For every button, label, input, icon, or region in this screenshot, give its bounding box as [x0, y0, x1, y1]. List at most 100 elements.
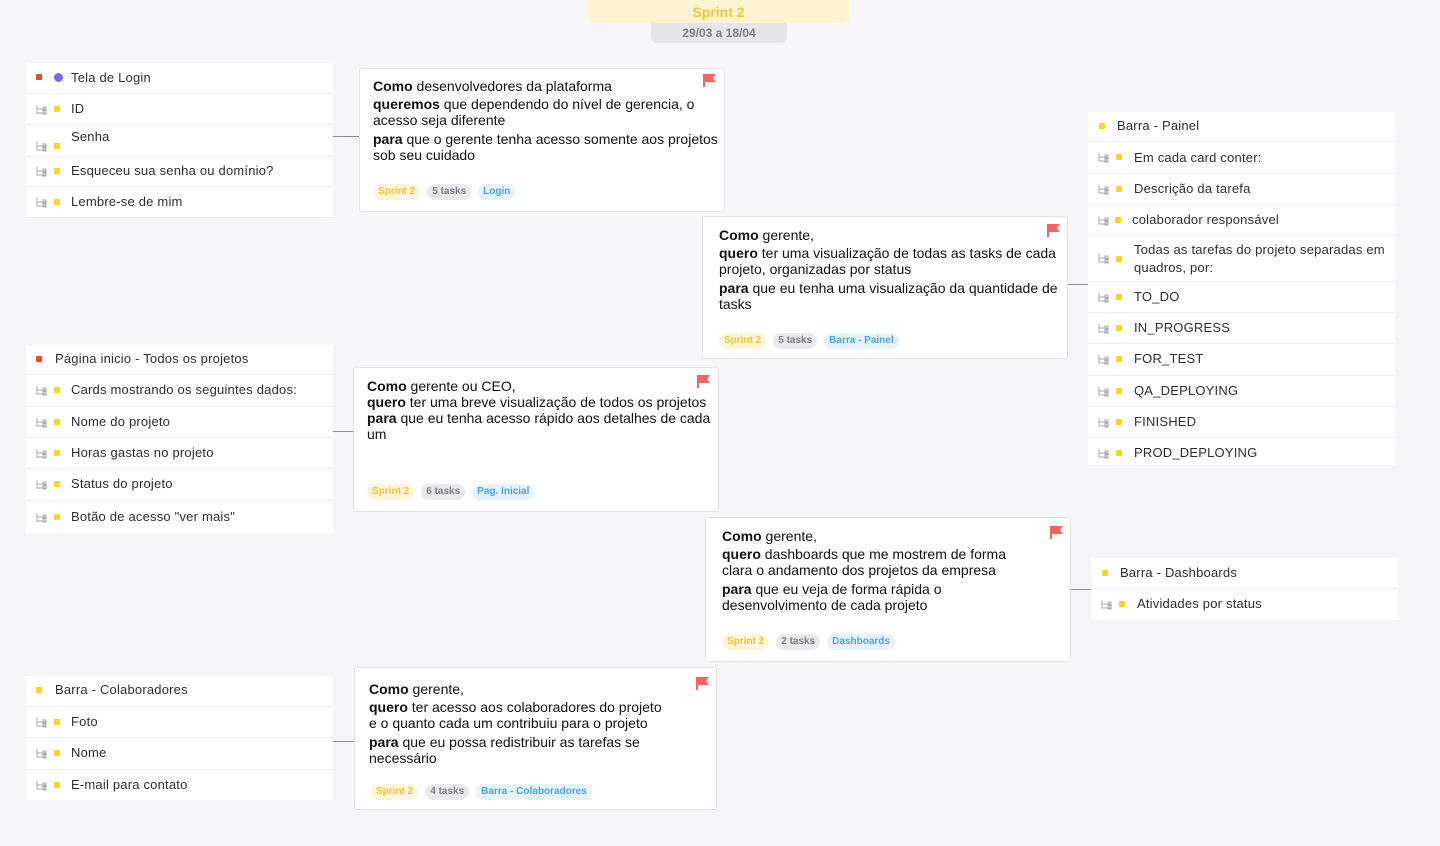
list-item[interactable]: QA_DEPLOYING	[1088, 376, 1395, 407]
label-tag[interactable]: Login	[478, 184, 516, 200]
list-item[interactable]: Horas gastas no projeto	[26, 438, 333, 469]
story-line: tasks	[719, 296, 752, 312]
list-item-label: Esqueceu sua senha ou domínio?	[71, 163, 274, 178]
label-tag[interactable]: Barra - Colaboradores	[476, 784, 592, 800]
priority-flag-icon[interactable]	[696, 374, 712, 388]
priority-flag-icon[interactable]	[1049, 525, 1065, 539]
list-item[interactable]: Em cada card conter:	[1088, 142, 1395, 174]
user-story-card-dashboards[interactable]: Como gerente, quero dashboards que me mo…	[705, 517, 1071, 662]
card-tags: Sprint 2 2 tasks Dashboards	[722, 634, 895, 650]
tasks-count-tag[interactable]: 6 tasks	[421, 484, 466, 500]
list-item[interactable]: Senha	[26, 125, 333, 157]
story-line: sob seu cuidado	[373, 147, 475, 163]
sprint-tag[interactable]: Sprint 2	[722, 634, 770, 650]
story-line: quero ter acesso aos colaboradores do pr…	[369, 699, 662, 715]
list-item[interactable]: Nome do projeto	[26, 407, 333, 438]
user-story-card-colaboradores[interactable]: Como gerente, quero ter acesso aos colab…	[354, 667, 717, 810]
priority-yellow-icon	[1115, 217, 1121, 223]
priority-flag-icon[interactable]	[695, 676, 711, 690]
subtask-icon	[36, 480, 47, 490]
tasks-count-tag[interactable]: 5 tasks	[427, 184, 472, 200]
sprint-tag[interactable]: Sprint 2	[367, 484, 415, 500]
priority-yellow-icon	[1116, 388, 1122, 394]
list-item[interactable]: Cards mostrando os seguintes dados:	[26, 375, 333, 407]
list-item-label: Nome	[71, 745, 107, 760]
label-tag[interactable]: Barra - Painel	[824, 333, 899, 349]
story-line: Como gerente,	[719, 227, 814, 243]
subtask-icon	[36, 167, 47, 177]
story-line: Como desenvolvedores da plataforma	[373, 78, 612, 94]
list-item[interactable]: PROD_DEPLOYING	[1088, 438, 1395, 465]
list-item-label: Descrição da tarefa	[1134, 181, 1251, 196]
story-line: e o quanto cada um contribuiu para o pro…	[369, 715, 648, 731]
list-item-header[interactable]: Tela de Login	[26, 63, 333, 94]
sprint-tag[interactable]: Sprint 2	[371, 784, 419, 800]
story-line: desenvolvimento de cada projeto	[722, 597, 928, 613]
story-line: para que eu tenha uma visualização da qu…	[719, 280, 1058, 296]
tasks-count-tag[interactable]: 2 tasks	[776, 634, 821, 650]
subtask-icon	[36, 198, 47, 208]
list-item[interactable]: Atividades por status	[1091, 589, 1398, 620]
list-item[interactable]: Nome	[26, 738, 333, 770]
list-item[interactable]: FINISHED	[1088, 407, 1395, 438]
list-item[interactable]: E-mail para contato	[26, 770, 333, 800]
priority-flag-icon[interactable]	[1046, 223, 1062, 237]
connector-line	[333, 136, 359, 137]
list-item-label: Nome do projeto	[71, 414, 171, 429]
priority-yellow-icon	[54, 387, 60, 393]
list-item-label: Em cada card conter:	[1134, 150, 1262, 165]
list-pagina-inicio: Página inicio - Todos os projetos Cards …	[26, 345, 333, 533]
priority-yellow-icon	[1116, 186, 1122, 192]
list-item[interactable]: Todas as tarefas do projeto separadas em…	[1088, 236, 1395, 282]
label-tag[interactable]: Pag. Inicial	[472, 484, 535, 500]
story-line: clara o andamento dos projetos da empres…	[722, 562, 996, 578]
priority-yellow-icon	[1116, 294, 1122, 300]
sprint-tag[interactable]: Sprint 2	[719, 333, 767, 349]
list-item[interactable]: Foto	[26, 707, 333, 738]
list-item[interactable]: Descrição da tarefa	[1088, 174, 1395, 205]
list-item-label: Atividades por status	[1137, 596, 1262, 611]
sprint-tag[interactable]: Sprint 2	[373, 184, 421, 200]
list-item-label: Lembre-se de mim	[71, 194, 183, 209]
list-item-header[interactable]: Barra - Colaboradores	[26, 676, 333, 707]
list-item-label: E-mail para contato	[71, 777, 188, 792]
subtask-icon	[1098, 153, 1109, 163]
list-item[interactable]: FOR_TEST	[1088, 344, 1395, 376]
list-item[interactable]: Botão de acesso "ver mais"	[26, 501, 333, 533]
list-item[interactable]: IN_PROGRESS	[1088, 313, 1395, 344]
priority-flag-icon[interactable]	[702, 73, 718, 87]
story-line: para que eu tenha acesso rápido aos deta…	[367, 410, 711, 426]
list-tela-de-login: Tela de Login ID Senha Esqueceu sua senh…	[26, 63, 333, 218]
priority-red-icon	[36, 74, 42, 80]
list-item[interactable]: TO_DO	[1088, 282, 1395, 313]
list-item[interactable]: Lembre-se de mim	[26, 187, 333, 218]
subtask-icon	[36, 418, 47, 428]
list-item-label: PROD_DEPLOYING	[1134, 445, 1258, 460]
list-item-header[interactable]: Página inicio - Todos os projetos	[26, 345, 333, 375]
user-story-card-login[interactable]: Como desenvolvedores da plataforma quere…	[359, 68, 725, 212]
subtask-icon	[1098, 293, 1109, 303]
list-item[interactable]: ID	[26, 94, 333, 125]
list-title: Página inicio - Todos os projetos	[55, 351, 249, 366]
label-tag[interactable]: Dashboards	[827, 634, 895, 650]
list-item-header[interactable]: Barra - Painel	[1088, 112, 1395, 142]
sprint-title[interactable]: Sprint 2	[588, 0, 849, 23]
priority-yellow-icon	[1116, 450, 1122, 456]
list-item-header[interactable]: Barra - Dashboards	[1091, 558, 1398, 589]
list-title: Tela de Login	[71, 70, 151, 85]
list-item[interactable]: Esqueceu sua senha ou domínio?	[26, 157, 333, 187]
subtask-icon	[36, 718, 47, 728]
subtask-icon	[36, 105, 47, 115]
priority-yellow-icon	[1116, 325, 1122, 331]
list-item[interactable]: Status do projeto	[26, 469, 333, 501]
tasks-count-tag[interactable]: 4 tasks	[425, 784, 470, 800]
tasks-count-tag[interactable]: 5 tasks	[773, 333, 818, 349]
subtask-icon	[1098, 324, 1109, 334]
list-item[interactable]: colaborador responsável	[1088, 205, 1395, 236]
priority-yellow-icon	[54, 481, 60, 487]
subtask-icon	[36, 781, 47, 791]
priority-yellow-icon	[54, 106, 60, 112]
story-line: para que eu possa redistribuir as tarefa…	[369, 734, 640, 750]
user-story-card-painel[interactable]: Como gerente, quero ter uma visualização…	[702, 216, 1068, 359]
user-story-card-pagina-inicial[interactable]: Como gerente ou CEO, quero ter uma breve…	[353, 367, 719, 512]
